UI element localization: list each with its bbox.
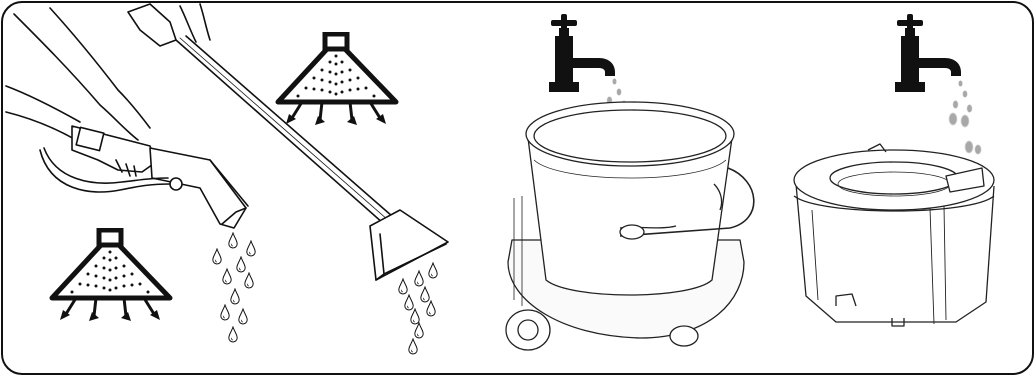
clean-water-tank	[794, 144, 994, 326]
vacuum-drum	[506, 102, 754, 350]
